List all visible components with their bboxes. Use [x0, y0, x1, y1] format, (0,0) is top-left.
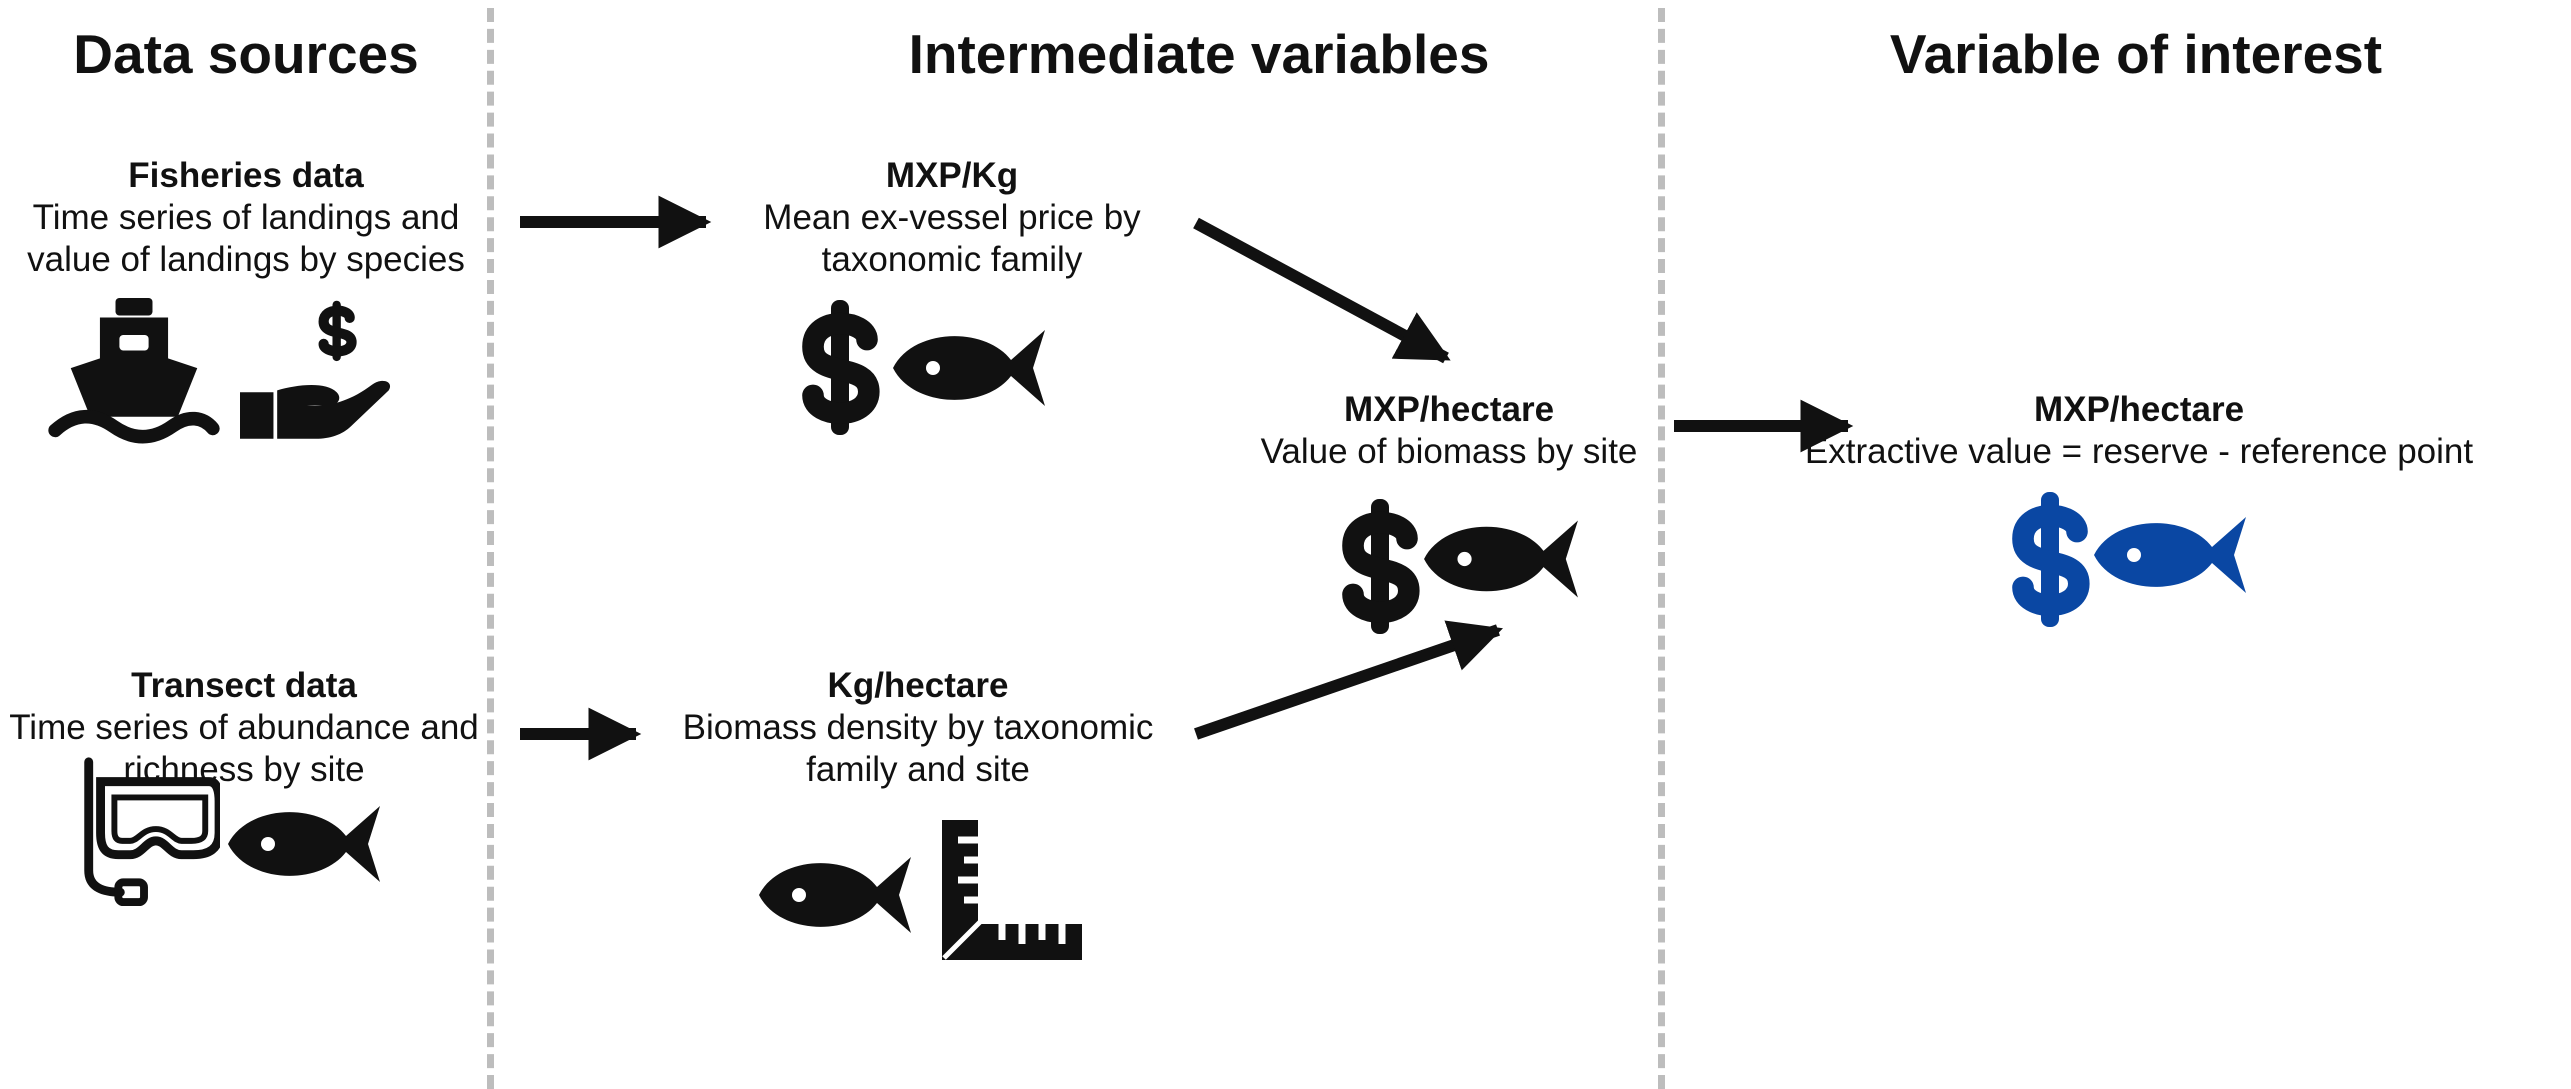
node-description: Value of biomass by site	[1260, 432, 1638, 471]
node-description: Biomass density by taxonomic	[682, 708, 1154, 747]
node-title: MXP/Kg	[885, 156, 1019, 195]
hand-holding-dollar-icon	[240, 298, 398, 440]
ruler-icon	[942, 820, 1082, 960]
node-description: Time series of abundance and	[9, 708, 479, 747]
node-transect-data: Transect data Time series of abundance a…	[9, 665, 479, 791]
node-description: family and site	[806, 750, 1030, 789]
arrow-kg-hectare-to-mxp-hectare	[1194, 620, 1503, 740]
node-title: Transect data	[131, 666, 357, 705]
column-divider-right	[1658, 8, 1665, 1089]
fish-icon	[224, 794, 384, 894]
node-description: value of landings by species	[27, 240, 465, 279]
node-description: Mean ex-vessel price by	[763, 198, 1141, 237]
column-header-variable-of-interest: Variable of interest	[1889, 23, 2383, 85]
column-header-intermediate-variables: Intermediate variables	[908, 23, 1490, 85]
dollar-icon	[2005, 487, 2095, 632]
column-header-data-sources: Data sources	[73, 23, 419, 85]
node-kg-hectare: Kg/hectare Biomass density by taxonomic …	[683, 665, 1154, 791]
ship-icon	[44, 298, 224, 444]
node-fisheries-data: Fisheries data Time series of landings a…	[27, 155, 465, 281]
node-mxp-hectare: MXP/hectare Value of biomass by site	[1261, 389, 1638, 473]
node-description: Extractive value = reserve - reference p…	[1804, 432, 2474, 471]
arrow-mxp-kg-to-mxp-hectare	[1193, 217, 1451, 364]
node-title: MXP/hectare	[2033, 390, 2245, 429]
node-title: Fisheries data	[128, 156, 364, 195]
dollar-icon	[1335, 494, 1425, 639]
fish-icon	[755, 845, 915, 945]
node-description: taxonomic family	[821, 240, 1083, 279]
node-variable-of-interest: MXP/hectare Extractive value = reserve -…	[1805, 389, 2473, 473]
column-divider-left	[487, 8, 494, 1089]
node-title: MXP/hectare	[1343, 390, 1555, 429]
snorkel-mask-icon	[70, 752, 220, 910]
node-title: Kg/hectare	[827, 666, 1009, 705]
node-description: Time series of landings and	[32, 198, 460, 237]
fish-icon	[1420, 508, 1582, 610]
node-mxp-kg: MXP/Kg Mean ex-vessel price by taxonomic…	[763, 155, 1140, 281]
fish-icon	[2090, 505, 2250, 605]
fish-icon	[889, 318, 1049, 418]
dollar-icon	[795, 295, 885, 440]
